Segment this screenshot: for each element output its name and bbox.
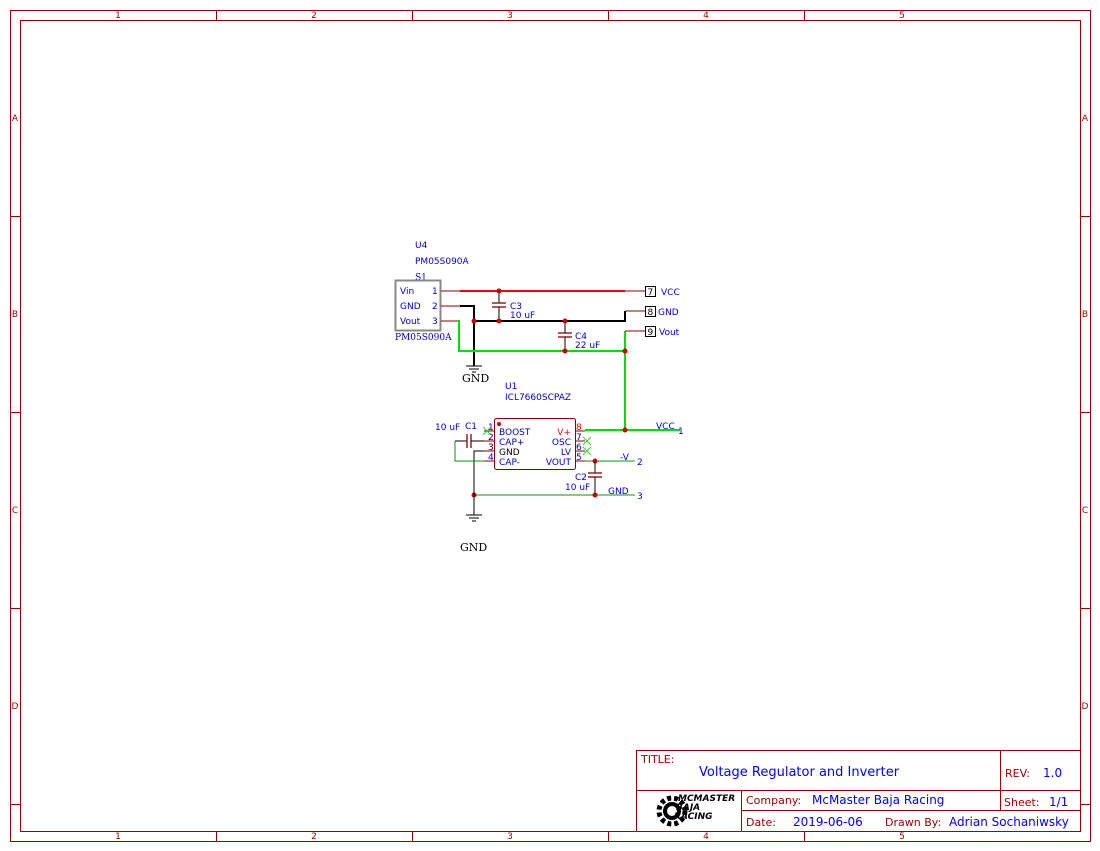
pin-num: 3 (488, 443, 494, 453)
frame-column-label: 1 (115, 11, 121, 21)
port-name: VCC (661, 288, 680, 298)
rev-value: 1.0 (1043, 766, 1062, 780)
net-label-neg-v: -V (620, 453, 630, 463)
frame-column-label: 2 (311, 832, 317, 842)
c2-ref: C2 (575, 473, 587, 483)
u4-footprint: PM05S090A (395, 333, 452, 343)
u4-pin-num: 1 (432, 287, 438, 297)
pin-name: CAP+ (499, 438, 524, 448)
pin-num: 6 (576, 443, 582, 453)
frame-row-label: D (1082, 702, 1089, 712)
frame-row-label: A (1082, 114, 1089, 124)
drawn-by-value: Adrian Sochaniwsky (949, 815, 1069, 829)
frame-row-label: B (12, 310, 18, 320)
net-num: 2 (637, 458, 643, 468)
frame-column-label: 5 (899, 832, 905, 842)
pin-name: CAP- (499, 458, 520, 468)
net-num: 3 (637, 492, 643, 502)
date-value: 2019-06-06 (793, 815, 863, 829)
title-label: TITLE: (640, 753, 674, 766)
date-label: Date: (746, 816, 776, 829)
sheet-value: 1/1 (1049, 795, 1068, 809)
frame-row-label: D (12, 702, 19, 712)
drawn-by-label: Drawn By: (885, 816, 941, 829)
title-block: TITLE: Voltage Regulator and Inverter RE… (636, 750, 1081, 832)
pin-name: V+ (557, 428, 571, 438)
sheet-label: Sheet: (1004, 796, 1040, 809)
net-port-vout[interactable]: 9 Vout (645, 326, 680, 339)
u4-regulator[interactable]: U4 PM05S090A S1 Vin GND Vout 1 2 3 PM05S… (394, 241, 470, 343)
c1-value: 10 uF (435, 423, 460, 433)
net-num: 1 (678, 427, 684, 437)
pin-num: 7 (576, 433, 582, 443)
u4-sub: S1 (415, 273, 427, 283)
wires-regulator (458, 288, 645, 430)
port-num: 9 (648, 328, 654, 338)
frame-row-label: B (1082, 310, 1088, 320)
pin-num: 1 (488, 423, 494, 433)
svg-text:MCMASTER: MCMASTER (678, 794, 735, 804)
port-num: 8 (648, 308, 654, 318)
sheet-title: Voltage Regulator and Inverter (699, 765, 900, 780)
port-num: 7 (648, 288, 654, 298)
frame-column-label: 3 (507, 11, 513, 21)
u4-pin-num: 2 (432, 302, 438, 312)
c4-value: 22 uF (575, 341, 600, 351)
frame-column-label: 5 (899, 11, 905, 21)
company-value: McMaster Baja Racing (812, 793, 944, 807)
pin-num: 2 (488, 433, 494, 443)
net-label-gnd: GND (608, 487, 629, 497)
u1-value: ICL7660SCPAZ (505, 393, 571, 403)
u4-pin-vout: Vout (400, 317, 421, 327)
c2-value: 10 uF (565, 483, 590, 493)
svg-text:BAJA: BAJA (676, 803, 700, 813)
frame-row-label: C (1082, 506, 1088, 516)
u4-value: PM05S090A (415, 257, 470, 267)
pin-name: BOOST (499, 428, 531, 438)
u1-ref: U1 (505, 382, 517, 392)
port-name: Vout (659, 328, 680, 338)
u4-body (394, 279, 442, 332)
pin-num: 5 (576, 453, 582, 463)
u4-pin-vin: Vin (400, 287, 414, 297)
frame-column-label: 3 (507, 832, 513, 842)
u4-pin-gnd: GND (400, 302, 421, 312)
port-name: GND (658, 308, 679, 318)
pin-name: GND (499, 448, 520, 458)
gnd-label: GND (462, 372, 489, 385)
gnd-label: GND (460, 541, 487, 554)
u1-body (494, 418, 576, 470)
company-label: Company: (746, 794, 801, 807)
net-port-gnd[interactable]: 8 GND (645, 306, 679, 319)
frame-column-label: 2 (311, 11, 317, 21)
pin-num: 8 (576, 423, 582, 433)
wires-inverter (454, 426, 680, 522)
c4-ref: C4 (575, 332, 587, 342)
pin-name: LV (561, 448, 572, 458)
frame-column-label: 4 (703, 832, 709, 842)
c3-ref: C3 (510, 302, 522, 312)
rev-label: REV: (1005, 767, 1030, 780)
svg-text:RACING: RACING (674, 812, 713, 822)
mcmaster-baja-logo: MCMASTER BAJA RACING (656, 794, 735, 827)
frame-row-label: C (12, 506, 18, 516)
pin-name: VOUT (546, 458, 572, 468)
c3-value: 10 uF (510, 311, 535, 321)
u1-inverter[interactable]: U1 ICL7660SCPAZ 1 2 3 4 BOOST CAP+ GND C… (484, 382, 585, 470)
u4-pin-num: 3 (432, 317, 438, 327)
u4-ref: U4 (415, 241, 428, 251)
net-port-vcc[interactable]: 7 VCC (645, 286, 680, 299)
net-label-vcc: VCC (656, 422, 675, 432)
frame-column-label: 1 (115, 832, 121, 842)
pin-num: 4 (488, 453, 494, 463)
frame-row-label: A (12, 114, 19, 124)
frame-column-label: 4 (703, 11, 709, 21)
c1-ref: C1 (465, 422, 477, 432)
pin-name: OSC (552, 438, 571, 448)
